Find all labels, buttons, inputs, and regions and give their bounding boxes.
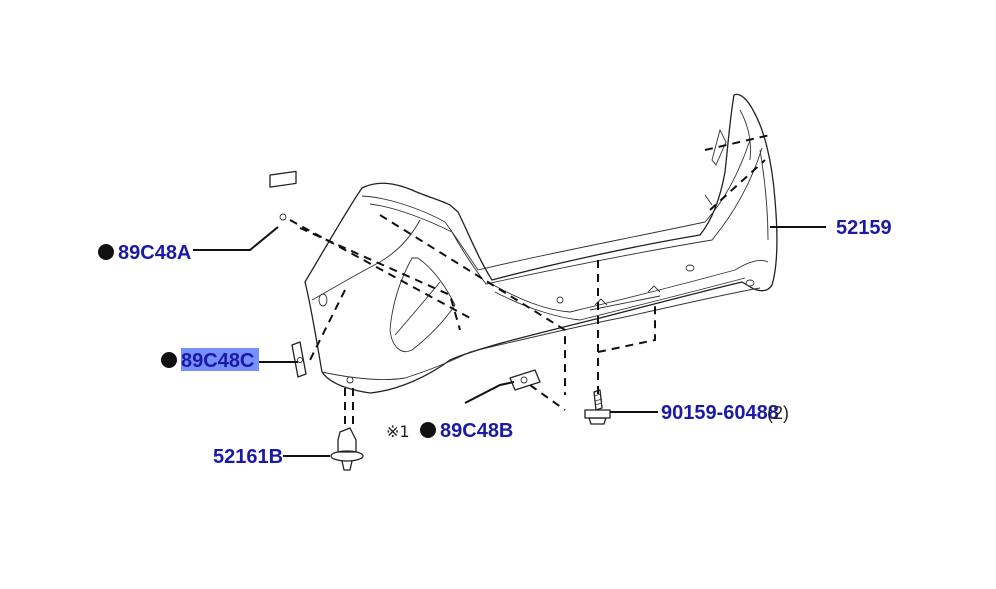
leader-lines — [193, 226, 826, 457]
retainer-a-part — [269, 170, 297, 221]
label-retainer-b[interactable]: 89C48B — [440, 420, 513, 442]
label-retainer-c[interactable]: 89C48C — [181, 350, 254, 372]
label-clip[interactable]: 52161B — [213, 446, 283, 468]
label-screw-qty: (2) — [767, 403, 789, 423]
retainer-c-part — [291, 341, 307, 378]
clip-part — [330, 427, 364, 471]
bullet-retainer-b — [420, 422, 436, 438]
bullet-retainer-a — [98, 244, 114, 260]
bullet-retainer-c — [161, 352, 177, 368]
label-retainer-a[interactable]: 89C48A — [118, 242, 191, 264]
assembly-dashed-lines — [289, 134, 771, 425]
screw-part — [584, 389, 611, 425]
retainer-b-part — [509, 369, 541, 391]
rear-bumper-cover — [304, 93, 778, 394]
label-main-bumper[interactable]: 52159 — [836, 217, 892, 239]
label-screw[interactable]: 90159-60488 — [661, 402, 779, 424]
label-note-mark: ※1 — [386, 422, 410, 441]
label-highlight — [181, 348, 259, 371]
